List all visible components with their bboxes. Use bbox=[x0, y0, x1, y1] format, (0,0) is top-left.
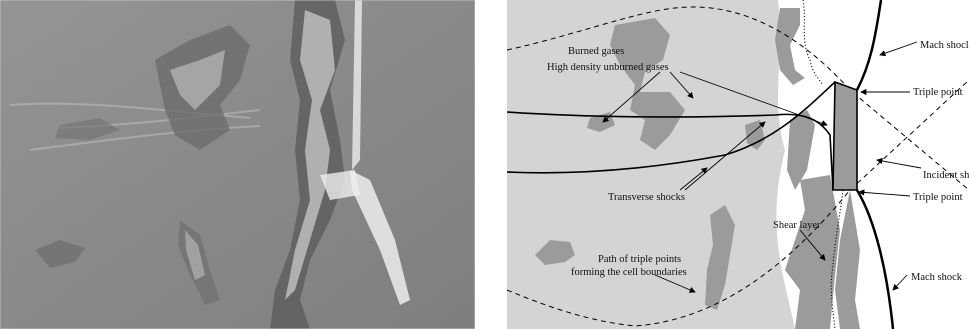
detonation-schematic: Burned gases High density unburned gases… bbox=[495, 0, 969, 329]
label-path-line2: forming the cell boundaries bbox=[571, 267, 687, 278]
label-incident-shock: Incident shock bbox=[923, 170, 969, 181]
photo-canvas bbox=[0, 0, 475, 329]
label-triple-point-bottom: Triple point bbox=[913, 192, 963, 203]
label-transverse-shocks: Transverse shocks bbox=[608, 192, 685, 203]
schematic-canvas: Burned gases High density unburned gases… bbox=[495, 0, 969, 329]
label-path-line1: Path of triple points bbox=[598, 254, 681, 265]
label-mach-shock-top: Mach shocl bbox=[920, 40, 969, 51]
label-burned-gases: Burned gases bbox=[568, 46, 624, 57]
label-triple-point-top: Triple point bbox=[913, 87, 963, 98]
label-shear-layer: Shear layer bbox=[773, 220, 821, 231]
label-mach-shock-bottom: Mach shock bbox=[911, 272, 963, 283]
schlieren-photograph bbox=[0, 0, 475, 329]
label-high-density: High density unburned gases bbox=[547, 62, 669, 73]
